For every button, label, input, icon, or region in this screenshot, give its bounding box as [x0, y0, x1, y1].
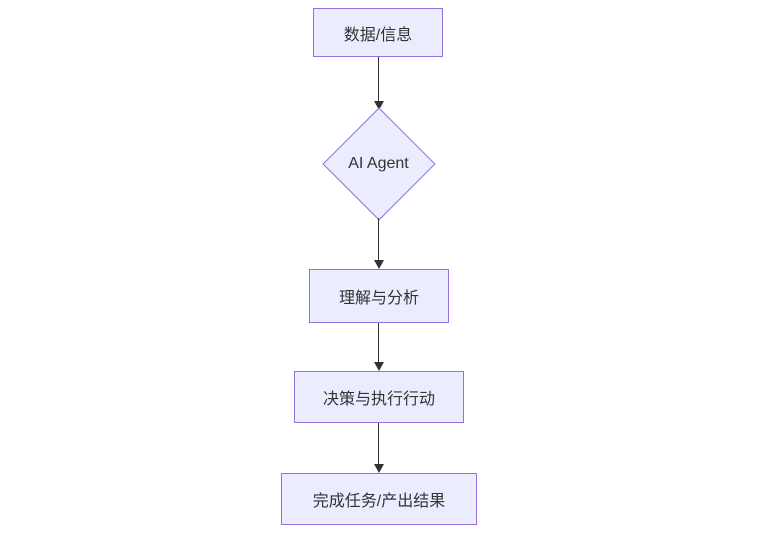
node-data-info: 数据/信息	[313, 8, 443, 57]
arrow-line	[378, 323, 379, 362]
arrowhead-down-icon	[373, 101, 384, 110]
node-ai-agent-label: AI Agent	[348, 155, 409, 172]
flow-arrow-understand-to-decide	[373, 323, 384, 371]
arrowhead-down-icon	[373, 260, 384, 269]
node-data-info-label: 数据/信息	[343, 26, 413, 44]
arrow-line	[378, 218, 379, 260]
node-understand-analyze-label: 理解与分析	[338, 290, 419, 307]
flow-arrow-decide-to-result	[373, 423, 384, 473]
node-complete-task-result: 完成任务/产出结果	[281, 473, 477, 525]
node-decide-execute: 决策与执行行动	[294, 371, 464, 423]
arrow-line	[378, 57, 379, 101]
arrowhead-down-icon	[373, 464, 384, 473]
node-complete-task-result-label: 完成任务/产出结果	[312, 493, 446, 510]
node-understand-analyze: 理解与分析	[309, 269, 449, 323]
flow-arrow-data-to-agent	[373, 57, 384, 110]
arrowhead-down-icon	[373, 362, 384, 371]
flow-arrow-agent-to-understand	[373, 218, 384, 269]
node-decide-execute-label: 决策与执行行动	[322, 391, 435, 408]
arrow-line	[378, 423, 379, 464]
node-ai-agent: AI Agent	[322, 110, 435, 218]
